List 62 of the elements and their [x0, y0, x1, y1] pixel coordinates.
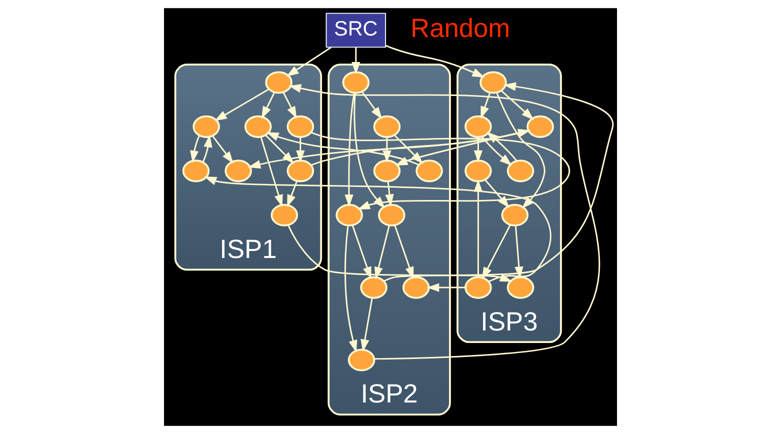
arrow: [481, 224, 510, 280]
node-circle: [464, 276, 492, 299]
arrow: [394, 225, 414, 280]
label: Random: [410, 12, 510, 43]
node-circle: [372, 160, 400, 182]
node-circle: [415, 160, 442, 182]
arrow: [202, 134, 212, 162]
cluster: ISP2: [327, 64, 450, 416]
arrow: [473, 137, 482, 163]
arrow: [260, 136, 282, 208]
arrow: [486, 132, 517, 162]
node-circle: [192, 115, 220, 138]
node-circle: [347, 348, 375, 372]
arrow: [288, 84, 600, 360]
node-circle: [506, 160, 534, 182]
arrow: [360, 298, 372, 352]
node-circle: [464, 160, 492, 182]
arrow: [374, 225, 390, 280]
arrow: [211, 135, 234, 164]
node-circle: [464, 115, 492, 138]
arrow: [514, 226, 523, 280]
arrow: [480, 136, 512, 166]
arrow: [426, 283, 465, 292]
arrow: [384, 181, 394, 207]
node-circle: [342, 71, 370, 94]
arrow: [260, 92, 275, 119]
node-circle: [182, 160, 210, 182]
arrow: [286, 180, 298, 208]
arrow: [384, 44, 484, 78]
arrow: [344, 92, 354, 207]
arrow: [351, 225, 371, 280]
node-circle: [378, 204, 405, 226]
node-circle: [506, 276, 534, 299]
node-circle: [224, 160, 252, 182]
arrow: [344, 225, 357, 353]
node-circle: [360, 276, 387, 299]
node-circle: [286, 160, 314, 182]
node-circle: [372, 115, 400, 138]
node-circle: [264, 71, 292, 94]
cluster: ISP1: [174, 64, 322, 271]
node-circle: [402, 276, 430, 299]
node-circle: [270, 204, 298, 226]
node-circle: [244, 115, 272, 138]
cluster: ISP3: [456, 64, 562, 344]
arrow: [296, 137, 304, 163]
arrow: [500, 90, 534, 120]
arrow: [473, 179, 482, 278]
node-circle: [526, 115, 554, 138]
arrow: [353, 92, 385, 209]
node-circle: [500, 204, 528, 226]
arrow: [484, 180, 510, 208]
node-circle: [479, 71, 506, 94]
arrow: [282, 92, 296, 119]
arrow: [286, 46, 331, 77]
arrow: [480, 92, 490, 119]
node-box: SRC: [325, 12, 386, 48]
node-circle: [286, 115, 314, 138]
arrow: [361, 92, 382, 120]
arrow: [190, 135, 200, 164]
arrow: [214, 88, 269, 122]
arrow: [351, 47, 360, 74]
node-circle: [335, 204, 362, 226]
